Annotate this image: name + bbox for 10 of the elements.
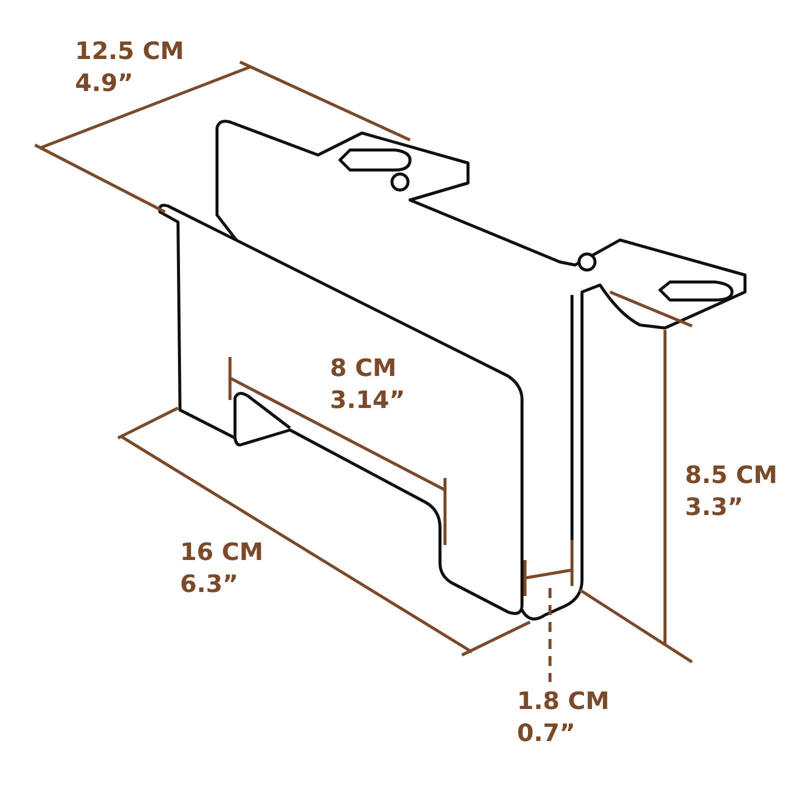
dimension-label: 0.7” <box>517 718 576 748</box>
dimension-label: 3.3” <box>685 492 744 522</box>
dimension-label: 3.14” <box>330 385 405 415</box>
dimension-label: 12.5 CM <box>75 36 184 66</box>
dimension-label: 16 CM <box>180 537 264 567</box>
dimension-label: 1.8 CM <box>517 686 610 716</box>
dimension-label: 6.3” <box>180 569 238 599</box>
dimension-label: 4.9” <box>75 68 134 98</box>
dimension-label: 8.5 CM <box>685 460 778 490</box>
dimension-label: 8 CM <box>330 353 397 383</box>
